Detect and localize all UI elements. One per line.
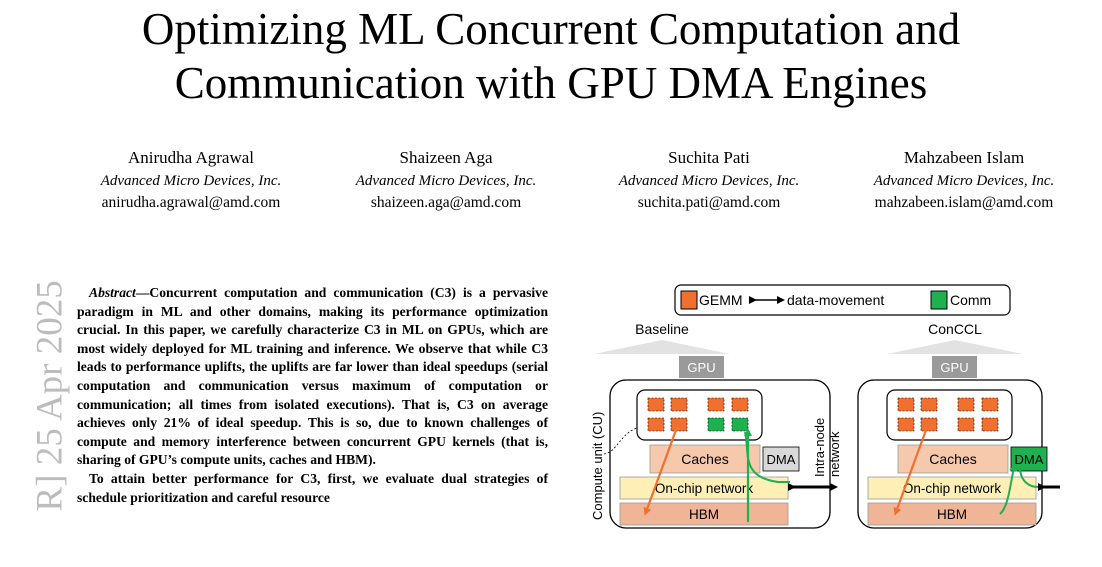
author-name: Suchita Pati — [668, 148, 750, 167]
cu-tiles — [647, 397, 749, 432]
gemm-tile — [981, 397, 999, 412]
author-email: mahzabeen.islam@amd.com — [874, 194, 1054, 211]
legend-box — [674, 284, 1011, 316]
onchip-network-label: On-chip network — [903, 481, 1002, 496]
comm-dma-path — [999, 463, 1018, 515]
author-email: shaizeen.aga@amd.com — [370, 194, 522, 211]
baseline-gpu-panel: GPU Compute unit (CU) Caches DMA On-chip… — [590, 356, 842, 529]
abstract-label: Abstract — [89, 285, 136, 300]
conccl-gpu-panel: GPU Caches DMA On-chip network HBM — [857, 356, 1048, 529]
gemm-tile — [647, 417, 665, 432]
figure-svg: GEMM data-movement Comm Baseline ConCCL … — [590, 284, 1060, 529]
panel-label-conccl: ConCCL — [928, 321, 982, 337]
caches-label: Caches — [929, 451, 976, 467]
onchip-network-label: On-chip network — [655, 481, 754, 496]
onchip-network-block — [867, 476, 1037, 500]
gemm-tile — [897, 397, 915, 412]
author-affiliation: Advanced Micro Devices, Inc. — [873, 173, 1055, 189]
gpu-label-box — [679, 356, 724, 378]
gemm-tile — [897, 417, 915, 432]
author-4: Mahzabeen Islam Advanced Micro Devices, … — [834, 145, 1094, 214]
author-1: Anirudha Agrawal Advanced Micro Devices,… — [61, 145, 321, 214]
arxiv-stamp: R] 25 Apr 2025 — [29, 280, 71, 512]
abstract-paragraph-1: Abstract—Concurrent computation and comm… — [77, 284, 548, 470]
author-name: Shaizeen Aga — [399, 148, 493, 167]
gpu-label: GPU — [687, 360, 715, 375]
author-email: suchita.pati@amd.com — [637, 194, 781, 211]
gemm-tile — [920, 397, 938, 412]
abstract-paragraph-2: To attain better performance for C3, fir… — [77, 470, 548, 505]
compute-unit-pointer — [603, 426, 641, 455]
author-affiliation: Advanced Micro Devices, Inc. — [100, 173, 282, 189]
author-3: Suchita Pati Advanced Micro Devices, Inc… — [579, 145, 839, 214]
abstract: Abstract—Concurrent computation and comm… — [77, 284, 548, 507]
compute-unit-label: Compute unit (CU) — [590, 412, 605, 520]
legend-comm-swatch — [930, 290, 948, 310]
conccl-arrow-head — [887, 340, 1023, 354]
dma-block — [762, 446, 800, 472]
legend-gemm-label: GEMM — [699, 292, 743, 308]
hbm-block — [867, 502, 1037, 526]
gemm-flow-arrow — [893, 429, 928, 516]
hbm-label: HBM — [689, 507, 719, 522]
title-line-2: Communication with GPU DMA Engines — [174, 58, 928, 108]
legend-movement-label: data-movement — [787, 292, 884, 308]
hbm-label: HBM — [937, 507, 967, 522]
paper-title: Optimizing ML Concurrent Computation and… — [0, 2, 1102, 110]
gemm-tile — [731, 397, 749, 412]
abstract-text-1: —Concurrent computation and communicatio… — [77, 285, 548, 468]
caches-label: Caches — [681, 451, 728, 467]
gemm-tile — [957, 417, 975, 432]
gemm-tile — [647, 397, 665, 412]
author-name: Mahzabeen Islam — [903, 148, 1025, 167]
gemm-tile — [957, 397, 975, 412]
gpu-label: GPU — [940, 360, 968, 375]
gemm-tile — [920, 417, 938, 432]
gemm-tile — [670, 397, 688, 412]
intra-node-label-1: Intra-node — [812, 418, 827, 477]
figure-concurrent-architecture: GEMM data-movement Comm Baseline ConCCL … — [590, 282, 1060, 562]
intra-node-label-2: network — [827, 431, 842, 477]
cu-tiles — [897, 397, 999, 432]
comm-tile — [707, 417, 725, 432]
comm-network-path — [744, 431, 790, 483]
gemm-tile — [707, 397, 725, 412]
dma-label: DMA — [1015, 452, 1044, 467]
gemm-tile — [981, 417, 999, 432]
legend: GEMM data-movement Comm — [674, 284, 1011, 316]
author-email: anirudha.agrawal@amd.com — [101, 194, 281, 211]
cu-array-box — [636, 389, 763, 441]
gemm-tile — [670, 417, 688, 432]
title-line-1: Optimizing ML Concurrent Computation and — [141, 4, 961, 54]
gemm-flow-arrow — [643, 429, 678, 516]
legend-comm-label: Comm — [950, 292, 991, 308]
author-name: Anirudha Agrawal — [127, 148, 255, 167]
author-2: Shaizeen Aga Advanced Micro Devices, Inc… — [316, 145, 576, 214]
dma-label: DMA — [767, 452, 796, 467]
author-affiliation: Advanced Micro Devices, Inc. — [355, 173, 537, 189]
author-affiliation: Advanced Micro Devices, Inc. — [618, 173, 800, 189]
cu-array-box — [886, 389, 1013, 441]
baseline-arrow-head — [594, 340, 730, 354]
comm-network-path — [1019, 466, 1039, 488]
comm-tile — [731, 417, 749, 432]
gpu-label-box — [932, 356, 977, 378]
panel-label-baseline: Baseline — [635, 321, 689, 337]
hbm-block — [619, 502, 789, 526]
legend-gemm-swatch — [680, 290, 698, 310]
